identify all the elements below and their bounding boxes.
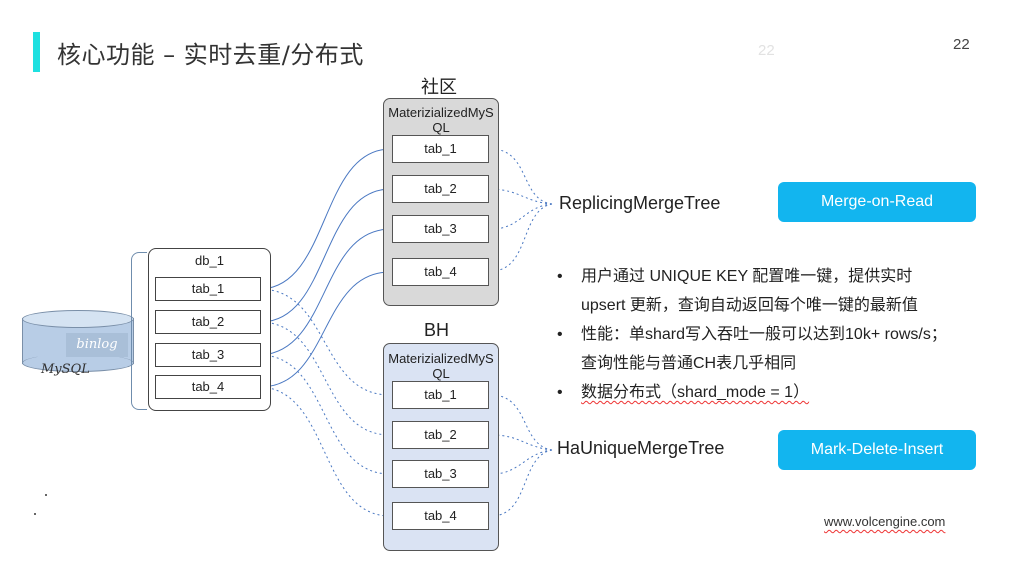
bullet-dot: • [557,384,563,401]
link-haunique-tab3 [491,449,553,478]
bullet-dot: • [557,268,563,285]
link-replicing-tab1 [491,145,553,205]
link-src4-community4 [261,268,391,388]
source-table: tab_3 [155,343,261,367]
source-table: tab_1 [155,277,261,301]
link-haunique-tab2 [491,431,553,451]
haunique-merge-tree-label: HaUniqueMergeTree [557,438,725,458]
bh-table: tab_2 [392,421,489,449]
mark-delete-insert-badge: Mark-Delete-Insert [778,430,976,470]
link-src3-bh3 [261,354,391,478]
bullet-dot: • [557,326,563,343]
merge-on-read-badge: Merge-on-Read [778,182,976,222]
link-src1-bh1 [261,288,391,399]
bh-table: tab_3 [392,460,489,488]
stray-mark [34,513,36,515]
feature-item: • 数据分布式（shard_mode = 1） [557,378,997,407]
community-table: tab_3 [392,215,489,243]
link-src3-community3 [261,225,391,356]
footer-website: www.volcengine.com [824,514,946,529]
binlog-label: binlog [66,333,128,357]
feature-text: 查询性能与普通CH表几乎相同 [581,355,797,372]
community-group-label: 社区 [421,77,457,97]
slide-title: 核心功能 – 实时去重/分布式 [57,41,364,69]
link-src2-bh2 [261,321,391,439]
community-engine-title: MaterizializedMySQL [388,105,494,135]
link-replicing-tab4 [491,203,553,275]
link-replicing-tab3 [491,203,553,233]
source-bracket [131,252,147,410]
page-number: 22 [953,36,970,53]
feature-list: • 用户通过 UNIQUE KEY 配置唯一键，提供实时 upsert 更新，查… [557,262,997,407]
bh-table: tab_1 [392,381,489,409]
source-table: tab_4 [155,375,261,399]
feature-item: • 性能：单shard写入吞吐一般可以达到10k+ rows/s； 查询性能与普… [557,320,997,378]
link-src4-bh4 [261,386,391,520]
feature-text: 性能：单shard写入吞吐一般可以达到10k+ rows/s； [581,326,947,343]
link-src1-community1 [261,145,391,290]
community-table: tab_2 [392,175,489,203]
replicing-merge-tree-label: ReplicingMergeTree [559,193,721,213]
mysql-label: MySQL [41,362,90,377]
link-haunique-tab4 [491,449,553,520]
title-accent-bar [33,32,40,72]
feature-text: 用户通过 UNIQUE KEY 配置唯一键，提供实时 [581,268,913,285]
link-src2-community2 [261,185,391,323]
community-table: tab_4 [392,258,489,286]
source-table: tab_2 [155,310,261,334]
link-replicing-tab2 [491,185,553,205]
bh-group-label: BH [424,320,450,340]
feature-text: upsert 更新，查询自动返回每个唯一键的最新值 [581,297,918,314]
feature-text: 数据分布式（shard_mode = 1） [581,384,810,401]
feature-item: • 用户通过 UNIQUE KEY 配置唯一键，提供实时 upsert 更新，查… [557,262,997,320]
bh-table: tab_4 [392,502,489,530]
ghost-page-number: 22 [758,42,775,59]
stray-mark [45,494,47,496]
source-database-label: db_1 [195,253,224,268]
link-haunique-tab1 [491,391,553,451]
bh-engine-title: MaterizializedMySQL [388,351,494,381]
community-table: tab_1 [392,135,489,163]
